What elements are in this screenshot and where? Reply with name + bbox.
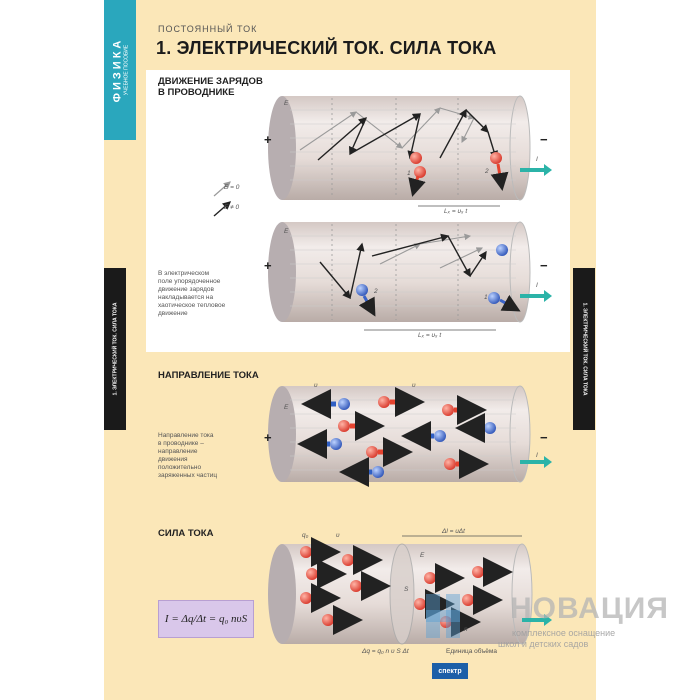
charge-label-2: 2 bbox=[485, 168, 489, 175]
plus-terminal: + bbox=[264, 132, 272, 147]
current-arrowhead bbox=[544, 164, 552, 176]
negative-charge bbox=[488, 292, 500, 304]
charge-label-2: 2 bbox=[374, 288, 378, 295]
minus-terminal: − bbox=[540, 258, 548, 273]
drift-paths-2 bbox=[319, 233, 487, 300]
drift-paths-1 bbox=[317, 108, 498, 161]
area-label: S bbox=[404, 586, 409, 593]
conductor-tube-2 bbox=[268, 221, 531, 323]
positive-charge bbox=[414, 166, 426, 178]
section3-heading: СИЛА ТОКА bbox=[158, 528, 214, 539]
left-side-tab: 1. ЭЛЕКТРИЧЕСКИЙ ТОК. СИЛА ТОКА bbox=[104, 268, 126, 430]
section1-heading: ДВИЖЕНИЕ ЗАРЯДОВ В ПРОВОДНИКЕ bbox=[158, 76, 263, 98]
drift-arrow bbox=[490, 163, 509, 191]
positive-charge bbox=[410, 152, 422, 164]
unit-volume-label: Единица объёма bbox=[446, 648, 498, 655]
thermal-paths-1 bbox=[299, 107, 476, 151]
charge-label-1: 1 bbox=[407, 170, 411, 177]
publisher-logo: спектр bbox=[432, 663, 468, 679]
concentration-label: n bbox=[464, 626, 468, 633]
field-label: E bbox=[284, 404, 289, 411]
charge-label-1: 1 bbox=[484, 294, 488, 301]
current-arrowhead bbox=[544, 614, 552, 626]
watermark-line2: школ и детских садов bbox=[498, 639, 589, 649]
positive-charge bbox=[490, 152, 502, 164]
current-arrowhead bbox=[544, 456, 552, 468]
plus-terminal: + bbox=[264, 258, 272, 273]
plus-terminal: + bbox=[264, 430, 272, 445]
watermark-name: НОВАЦИЯ bbox=[510, 592, 669, 625]
current-formula: I = Δq/Δt = q₀ nυS bbox=[158, 600, 254, 638]
conductor-tube-1 bbox=[268, 95, 531, 201]
field-label: E bbox=[284, 100, 289, 107]
minus-terminal: − bbox=[540, 132, 548, 147]
minus-terminal: − bbox=[540, 430, 548, 445]
delta-q-label: Δq = q₀ n υ S Δt bbox=[362, 648, 409, 655]
watermark-logo-icon bbox=[426, 594, 460, 638]
velocity-label: υ bbox=[336, 532, 340, 539]
page-title: 1. ЭЛЕКТРИЧЕСКИЙ ТОК. СИЛА ТОКА bbox=[156, 38, 497, 58]
watermark-line1: комплексное оснащение bbox=[512, 628, 616, 638]
direction-charges bbox=[297, 387, 496, 487]
delta-l-label: Δl = υΔt bbox=[442, 528, 465, 535]
right-side-tab: 1. ЭЛЕКТРИЧЕСКИЙ ТОК. СИЛА ТОКА bbox=[573, 268, 595, 430]
length-label: Lₓ = υₓ t bbox=[444, 208, 468, 215]
section2-heading: НАПРАВЛЕНИЕ ТОКА bbox=[158, 370, 259, 381]
field-label: E bbox=[284, 228, 289, 235]
current-label: I bbox=[536, 282, 538, 289]
supertitle: ПОСТОЯННЫЙ ТОК bbox=[158, 24, 258, 34]
subject-spine bbox=[104, 0, 136, 140]
section1-heading-line1: ДВИЖЕНИЕ ЗАРЯДОВ bbox=[158, 76, 263, 87]
negative-charge bbox=[356, 284, 368, 296]
velocity-label: υ bbox=[412, 382, 416, 389]
negative-charge bbox=[496, 244, 508, 256]
section2-note: Направление тока в проводнике – направле… bbox=[158, 432, 218, 479]
current-strength-charges bbox=[300, 537, 513, 637]
section1-note: В электрическом поле упорядоченное движе… bbox=[158, 270, 226, 317]
current-label: I bbox=[536, 156, 538, 163]
length-label: Lₓ = υₓ t bbox=[418, 332, 442, 339]
watermark: НОВАЦИЯ комплексное оснащение школ и дет… bbox=[418, 590, 700, 660]
legend-ene0-label: E ≠ 0 bbox=[224, 204, 240, 211]
legend-e0-arrow bbox=[213, 181, 231, 197]
velocity-label: υ bbox=[314, 382, 318, 389]
drift-arrow bbox=[358, 295, 376, 317]
legend-e0-label: E = 0 bbox=[224, 184, 240, 191]
current-arrowhead bbox=[544, 290, 552, 302]
q0-label: q₀ bbox=[302, 532, 309, 539]
current-label: I bbox=[536, 452, 538, 459]
section1-heading-line2: В ПРОВОДНИКЕ bbox=[158, 87, 235, 98]
legend-ene0-arrow bbox=[213, 201, 232, 217]
field-label: E bbox=[420, 552, 425, 559]
drift-arrow bbox=[408, 175, 426, 197]
drift-arrow bbox=[499, 294, 521, 312]
